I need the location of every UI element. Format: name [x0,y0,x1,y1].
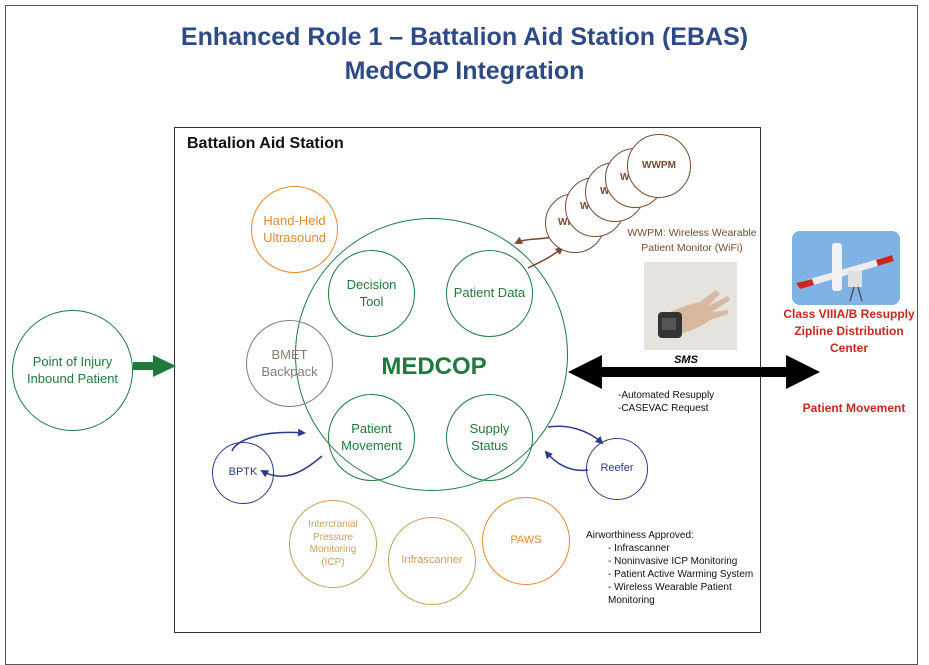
sms-label: SMS [674,354,698,366]
bptk-node: BPTK [212,442,274,504]
bmet-backpack-node: BMET Backpack [246,320,333,407]
patient-movement-label: Patient Movement [341,421,402,453]
zipline-label: Class VIIIA/B Resupply Zipline Distribut… [783,307,915,355]
hand-held-ultrasound-node: Hand-Held Ultrasound [251,186,338,273]
decision-tool-node: Decision Tool [328,250,415,337]
title-line-1: Enhanced Role 1 – Battalion Aid Station … [180,23,749,51]
paws-node: PAWS [482,497,570,585]
point-of-injury-node: Point of Injury Inbound Patient [12,310,133,431]
sms-item-1: -Automated Resupply [618,390,715,401]
medcop-label: MEDCOP [381,353,487,380]
wwpm-circle-1-label: WI [558,216,571,228]
sms-double-arrow [568,355,820,389]
patient-movement-node: Patient Movement [328,394,415,481]
zipline-image [792,231,900,305]
infrascanner-node: Infrascanner [388,517,476,605]
bmet-backpack-label: BMET Backpack [261,347,318,379]
icp-node: Intercranial Pressure Monitoring (ICP) [289,500,377,588]
airworthiness-heading: Airworthiness Approved: [586,530,694,541]
paws-label: PAWS [510,534,542,547]
wearable-hand-illustration [644,262,737,350]
icp-label: Intercranial Pressure Monitoring (ICP) [308,519,358,568]
point-of-injury-label: Point of Injury Inbound Patient [26,354,119,386]
supply-status-to-reefer-arrow [547,425,604,445]
patient-data-label: Patient Data [453,285,526,301]
reefer-to-supply-status-arrow [544,450,589,472]
wwpm-circle-5: WWPM [627,134,691,198]
airworthiness-item-4: - Wireless Wearable Patient Monitoring [608,582,732,606]
wearable-monitor-image [644,262,737,350]
battalion-aid-station-box [174,127,761,633]
poi-to-bas-arrow [133,355,176,377]
supply-status-label: Supply Status [469,421,510,453]
diagram-page: Enhanced Role 1 – Battalion Aid Station … [5,5,918,665]
wwpm-caption: WWPM: Wireless Wearable Patient Monitor … [627,227,757,254]
wwpm-to-medcop-arrow [514,236,553,244]
battalion-aid-station-label: Battalion Aid Station [187,135,344,152]
patient-movement-right-label: Patient Movement [802,401,906,415]
bptk-label: BPTK [228,466,258,479]
supply-status-node: Supply Status [446,394,533,481]
reefer-label: Reefer [600,462,634,475]
sms-item-2: -CASEVAC Request [618,403,709,414]
zipline-aircraft-illustration [792,231,900,305]
airworthiness-item-1: - Infrascanner [608,543,670,554]
title-line-2: MedCOP Integration [344,57,585,85]
patient-data-node: Patient Data [446,250,533,337]
airworthiness-item-2: - Noninvasive ICP Monitoring [608,556,738,567]
hand-held-ultrasound-label: Hand-Held Ultrasound [263,213,326,245]
decision-tool-label: Decision Tool [346,277,397,309]
wwpm-circle-5-label: WWPM [642,159,676,171]
infrascanner-label: Infrascanner [401,554,463,567]
airworthiness-item-3: - Patient Active Warming System [608,569,754,580]
reefer-node: Reefer [586,438,648,500]
